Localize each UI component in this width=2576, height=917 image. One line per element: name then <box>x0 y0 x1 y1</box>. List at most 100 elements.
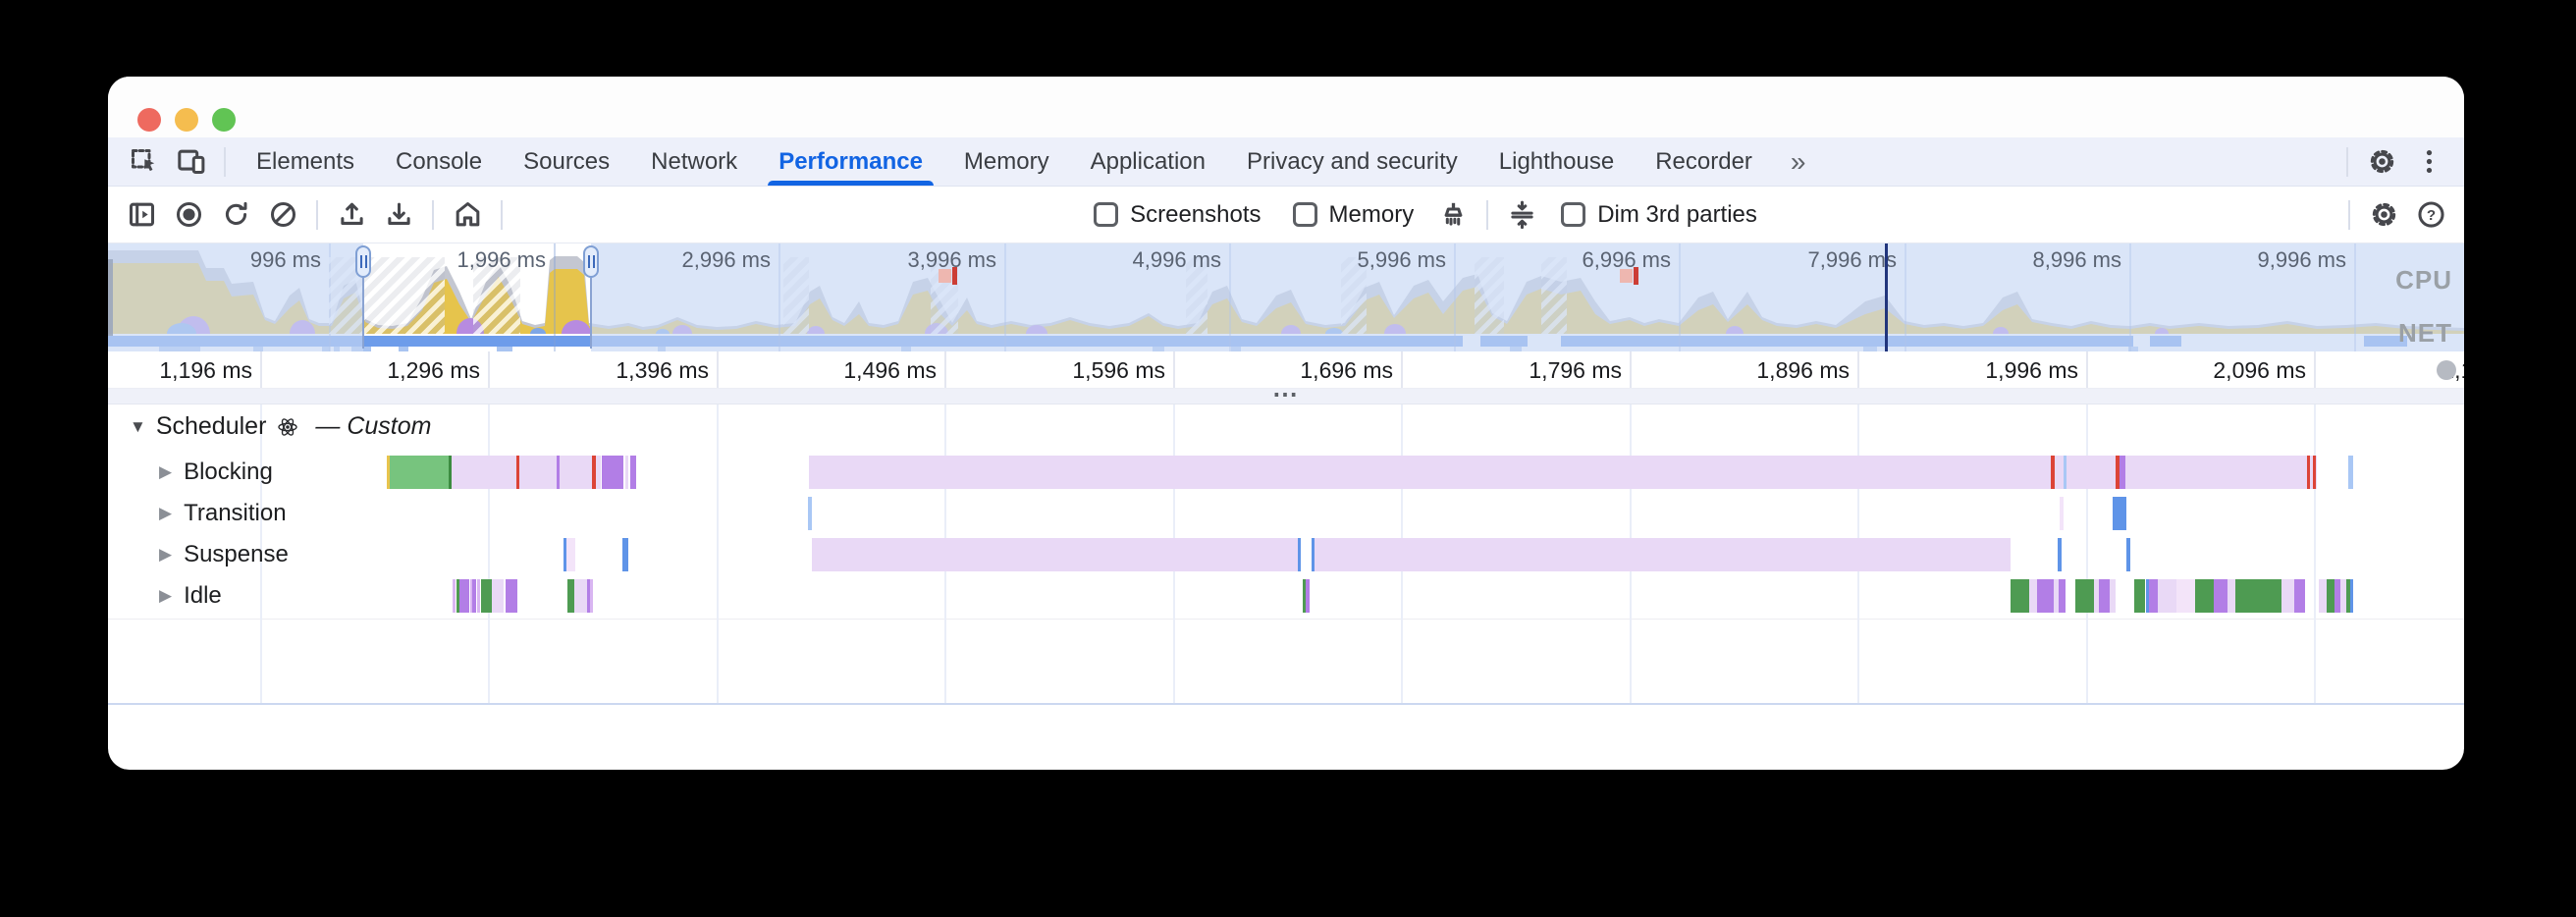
clear-recording-button[interactable] <box>259 192 306 238</box>
flame-segment-idle[interactable] <box>2350 579 2353 613</box>
flame-segment-idle[interactable] <box>481 579 492 613</box>
tab-privacy-and-security[interactable]: Privacy and security <box>1226 137 1478 186</box>
flame-segment-suspense[interactable] <box>2126 538 2130 571</box>
help-button[interactable]: ? <box>2407 192 2454 238</box>
selection-handle-right[interactable] <box>583 245 599 351</box>
upload-profile-button[interactable] <box>328 192 375 238</box>
track-row-blocking[interactable]: ▶Blocking <box>159 456 273 489</box>
flame-segment-idle[interactable] <box>590 579 593 613</box>
flame-segment-blocking[interactable] <box>557 456 560 489</box>
flame-segment-idle[interactable] <box>1306 579 1310 613</box>
track-row-transition[interactable]: ▶Transition <box>159 497 287 530</box>
tab-lighthouse[interactable]: Lighthouse <box>1478 137 1635 186</box>
flame-segment-idle[interactable] <box>574 579 587 613</box>
flame-segment-blocking[interactable] <box>452 456 601 489</box>
flame-segment-idle[interactable] <box>453 579 456 613</box>
flame-segment-idle[interactable] <box>2099 579 2110 613</box>
selection-handle-left[interactable] <box>355 245 371 351</box>
flame-segment-idle[interactable] <box>2235 579 2281 613</box>
timeline-overview[interactable]: CPU NET 996 ms1,996 ms2,996 ms3,996 ms4,… <box>108 243 2464 351</box>
flame-segment-suspense[interactable] <box>1315 538 2011 571</box>
kebab-menu-button[interactable] <box>2405 139 2452 185</box>
tab-recorder[interactable]: Recorder <box>1635 137 1773 186</box>
scheduler-track-panel[interactable]: ▼ Scheduler — Custom ▶Blocking ▶Transitio… <box>108 405 2464 703</box>
flame-segment-blocking[interactable] <box>630 456 636 489</box>
flame-segment-blocking[interactable] <box>809 456 2317 489</box>
flame-segment-idle[interactable] <box>2319 579 2327 613</box>
chevron-down-icon[interactable]: ▼ <box>130 417 146 437</box>
flame-segment-blocking[interactable] <box>592 456 596 489</box>
flame-segment-idle[interactable] <box>477 579 480 613</box>
flame-segment-idle[interactable] <box>2075 579 2094 613</box>
tab-console[interactable]: Console <box>375 137 503 186</box>
flame-segment-blocking[interactable] <box>2313 456 2316 489</box>
flame-segment-idle[interactable] <box>2037 579 2054 613</box>
flame-segment-idle[interactable] <box>2227 579 2235 613</box>
tab-performance[interactable]: Performance <box>758 137 943 186</box>
download-profile-button[interactable] <box>375 192 422 238</box>
flame-segment-transition[interactable] <box>2113 497 2126 530</box>
flame-segment-idle[interactable] <box>2134 579 2145 613</box>
close-window-button[interactable] <box>137 108 161 132</box>
flame-segment-blocking[interactable] <box>2120 456 2125 489</box>
settings-gear-button[interactable] <box>2358 139 2405 185</box>
zoom-window-button[interactable] <box>212 108 236 132</box>
chevron-right-icon[interactable]: ▶ <box>159 504 172 523</box>
flame-segment-idle[interactable] <box>2294 579 2305 613</box>
screenshots-checkbox[interactable]: Screenshots <box>1094 201 1261 229</box>
flame-segment-blocking[interactable] <box>2307 456 2310 489</box>
flame-segment-idle[interactable] <box>2281 579 2294 613</box>
tab-network[interactable]: Network <box>630 137 758 186</box>
checkbox-box[interactable] <box>1094 202 1118 227</box>
flame-segment-idle[interactable] <box>2195 579 2214 613</box>
tab-memory[interactable]: Memory <box>943 137 1070 186</box>
flame-segment-transition[interactable] <box>2060 497 2064 530</box>
flame-segment-idle[interactable] <box>567 579 574 613</box>
flame-segment-idle[interactable] <box>472 579 476 613</box>
more-tabs-button[interactable]: » <box>1773 146 1824 178</box>
collect-garbage-button[interactable] <box>1429 192 1476 238</box>
track-header-scheduler[interactable]: ▼ Scheduler — Custom <box>130 412 432 441</box>
chevron-right-icon[interactable]: ▶ <box>159 545 172 565</box>
home-live-metrics-button[interactable] <box>444 192 491 238</box>
checkbox-box[interactable] <box>1561 202 1585 227</box>
flame-segment-idle[interactable] <box>2158 579 2176 613</box>
toggle-sidebar-button[interactable] <box>118 192 165 238</box>
chevron-right-icon[interactable]: ▶ <box>159 462 172 482</box>
capture-settings-button[interactable] <box>2360 192 2407 238</box>
tab-sources[interactable]: Sources <box>503 137 630 186</box>
flame-segment-idle[interactable] <box>492 579 504 613</box>
dim-3rd-parties-checkbox[interactable]: Dim 3rd parties <box>1561 201 1757 229</box>
track-row-suspense[interactable]: ▶Suspense <box>159 538 289 571</box>
minimize-window-button[interactable] <box>175 108 198 132</box>
playhead-line[interactable] <box>1885 243 1888 351</box>
checkbox-box[interactable] <box>1293 202 1317 227</box>
flame-segment-suspense[interactable] <box>622 538 628 571</box>
flame-segment-suspense[interactable] <box>812 538 1298 571</box>
panel-resize-handle[interactable]: ⋯ <box>108 389 2464 405</box>
flame-segment-idle[interactable] <box>2059 579 2066 613</box>
toggle-device-toolbar-button[interactable] <box>167 139 214 185</box>
flame-segment-idle[interactable] <box>2110 579 2116 613</box>
track-row-idle[interactable]: ▶Idle <box>159 579 222 613</box>
flame-segment-idle[interactable] <box>506 579 517 613</box>
flame-segment-blocking[interactable] <box>602 456 623 489</box>
memory-checkbox[interactable]: Memory <box>1293 201 1415 229</box>
record-and-reload-button[interactable] <box>212 192 259 238</box>
flame-segment-idle[interactable] <box>2176 579 2195 613</box>
flame-segment-idle[interactable] <box>459 579 469 613</box>
flame-segment-blocking[interactable] <box>390 456 449 489</box>
tab-application[interactable]: Application <box>1070 137 1226 186</box>
flame-segment-idle[interactable] <box>2214 579 2227 613</box>
flame-segment-suspense[interactable] <box>1298 538 1301 571</box>
flame-segment-suspense[interactable] <box>566 538 575 571</box>
flame-segment-idle[interactable] <box>2149 579 2158 613</box>
flame-segment-suspense[interactable] <box>2058 538 2062 571</box>
inspect-element-button[interactable] <box>120 139 167 185</box>
chevron-right-icon[interactable]: ▶ <box>159 586 172 606</box>
flame-segment-blocking[interactable] <box>2348 456 2353 489</box>
tab-elements[interactable]: Elements <box>236 137 375 186</box>
flame-segment-blocking[interactable] <box>516 456 519 489</box>
flame-segment-idle[interactable] <box>2011 579 2029 613</box>
shortcuts-dialog-button[interactable] <box>1498 192 1545 238</box>
